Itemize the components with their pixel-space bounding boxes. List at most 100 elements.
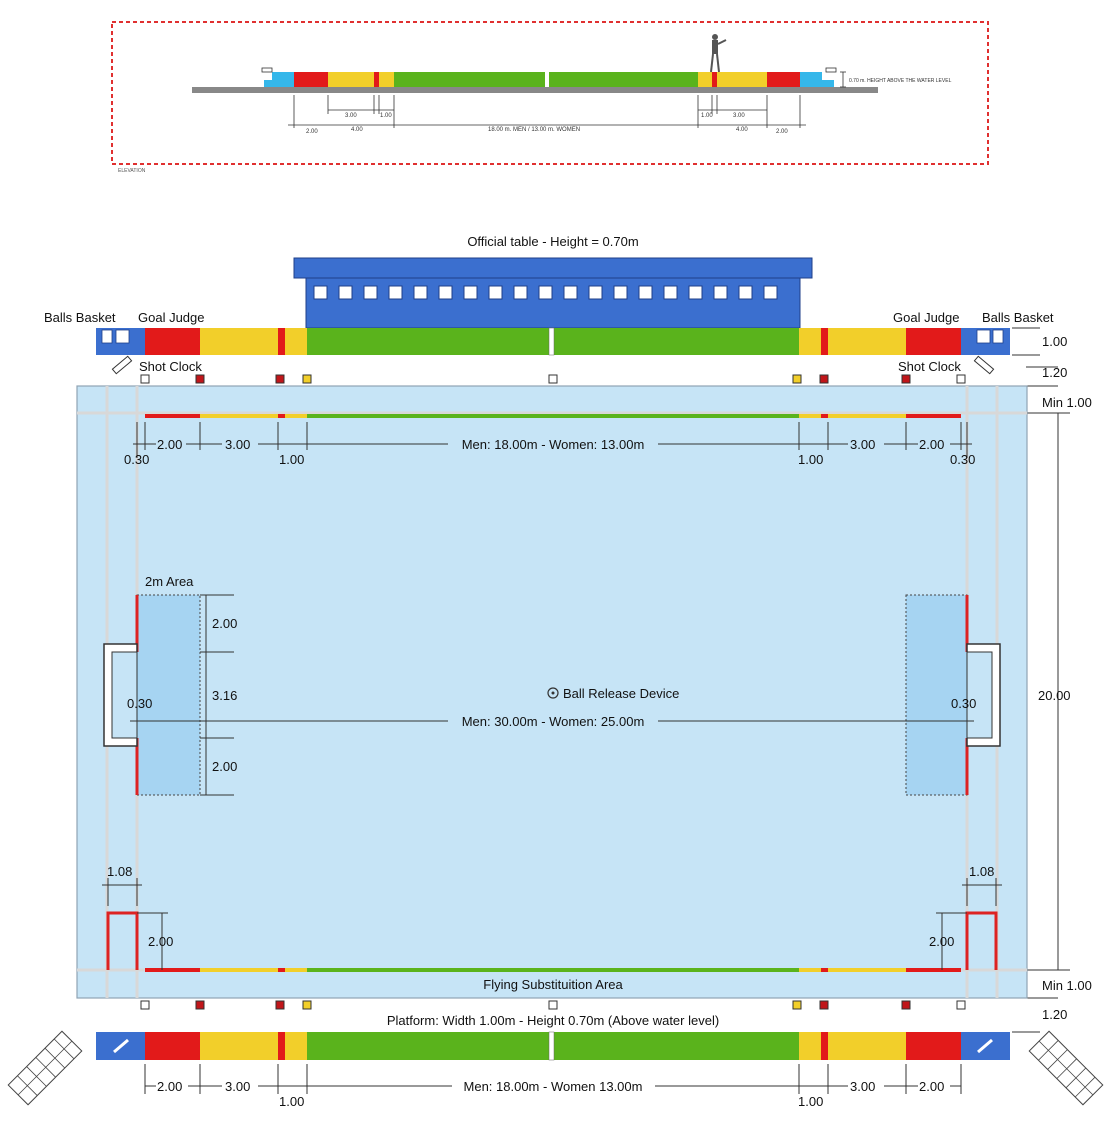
goal-judge-right-label: Goal Judge: [893, 310, 960, 325]
table-seat: [538, 285, 553, 300]
table-seat: [388, 285, 403, 300]
step-right-low: [822, 80, 834, 87]
table-seat: [663, 285, 678, 300]
reentry-depth-left: 2.00: [148, 934, 173, 949]
balls-basket-left-label: Balls Basket: [44, 310, 116, 325]
step-left-low: [264, 80, 276, 87]
elev-caption: ELEVATION: [118, 168, 146, 174]
table-seat: [763, 285, 778, 300]
table-seat: [513, 285, 528, 300]
dim-300-right-top: 3.00: [850, 437, 875, 452]
flag-marker: [195, 374, 205, 384]
flag-marker: [302, 1000, 312, 1010]
deck-line: [192, 87, 878, 93]
length-dimension-line: [130, 715, 974, 727]
flag-marker: [140, 374, 150, 384]
elev-yellow-right: [717, 72, 767, 87]
dim-min-top: Min 1.00: [1042, 395, 1092, 410]
table-seat: [738, 285, 753, 300]
elev-dim-300-left: 3.00: [345, 113, 357, 119]
dim-gap-bottom: 1.20: [1042, 1007, 1067, 1022]
elev-yellow-left: [328, 72, 374, 87]
elevation-frame: [111, 21, 989, 165]
table-seat: [463, 285, 478, 300]
elev-red-mark-right: [712, 72, 717, 87]
dim-100-right-top: 1.00: [798, 452, 823, 467]
table-seat: [363, 285, 378, 300]
table-seat: [688, 285, 703, 300]
flag-marker: [956, 374, 966, 384]
flag-marker: [819, 1000, 829, 1010]
top-deck-bar: [96, 327, 1010, 356]
goal-dim-top: 2.00: [212, 616, 237, 631]
elev-yellow-mid-right: [698, 72, 712, 87]
elev-red-right: [767, 72, 800, 87]
markers-bottom-row: [140, 1000, 966, 1010]
goal-judge-left-label: Goal Judge: [138, 310, 205, 325]
reentry-area-right: [965, 911, 998, 970]
platform-label: Platform: Width 1.00m - Height 0.70m (Ab…: [387, 1013, 719, 1028]
flag-marker: [792, 1000, 802, 1010]
dim-200-left-top: 2.00: [157, 437, 182, 452]
plan-view: Official table - Height = 0.70m Balls: [7, 234, 1104, 1109]
elev-dim-400-left: 4.00: [351, 127, 363, 133]
table-seat: [563, 285, 578, 300]
dim-030-right-top: 0.30: [950, 452, 975, 467]
dim-100-left-bottom: 1.00: [279, 1094, 304, 1109]
dim-width: 20.00: [1038, 688, 1071, 703]
elev-dim-300-right: 3.00: [733, 113, 745, 119]
bench-right: [1028, 1030, 1104, 1106]
reentry-area-left: [106, 911, 139, 970]
elev-dimension-lines: [288, 95, 806, 128]
goal-line-left: 0.30: [127, 696, 152, 711]
flag-marker: [901, 374, 911, 384]
length-dim: Men: 30.00m - Women: 25.00m: [462, 714, 645, 729]
official-table: [293, 257, 813, 329]
flag-marker: [275, 374, 285, 384]
dim-300-left-bottom: 3.00: [225, 1079, 250, 1094]
table-seat: [438, 285, 453, 300]
shot-clock-left-label: Shot Clock: [139, 359, 202, 374]
reentry-dimension-lines: [102, 878, 1002, 970]
official-table-label: Official table - Height = 0.70m: [467, 234, 638, 249]
dim-300-left-top: 3.00: [225, 437, 250, 452]
goal-right-inner: [966, 651, 993, 739]
bottom-platform-bar: [96, 1031, 1010, 1061]
flag-marker: [548, 1000, 558, 1010]
goal-line-right: 0.30: [951, 696, 976, 711]
flag-marker: [275, 1000, 285, 1010]
ball-release-label: Ball Release Device: [563, 686, 679, 701]
shot-clock-right-label: Shot Clock: [898, 359, 961, 374]
two-m-area-left: [136, 594, 201, 796]
person-figure: [710, 34, 727, 73]
balls-basket-right-label: Balls Basket: [982, 310, 1054, 325]
dim-200-right-top: 2.00: [919, 437, 944, 452]
right-dimension-lines: [1012, 327, 1070, 1033]
shot-clock-right-icon: [973, 355, 995, 375]
goal-left-inner: [111, 651, 138, 739]
dim-top-row: 1.00: [1042, 334, 1067, 349]
bench-left: [7, 1030, 83, 1106]
table-seat: [313, 285, 328, 300]
table-seat: [638, 285, 653, 300]
markers-top-row: [140, 374, 966, 384]
elev-red-mark-left: [374, 72, 379, 87]
elev-center-mark: [545, 72, 549, 87]
flag-marker: [140, 1000, 150, 1010]
two-m-area-label: 2m Area: [145, 574, 194, 589]
dim-300-right-bottom: 3.00: [850, 1079, 875, 1094]
elev-dim-100-left: 1.00: [380, 113, 392, 119]
elev-dim-100-right: 1.00: [701, 113, 713, 119]
reentry-width-left: 1.08: [107, 864, 132, 879]
dim-030-left-top: 0.30: [124, 452, 149, 467]
reentry-width-right: 1.08: [969, 864, 994, 879]
flying-sub-label: Flying Substituition Area: [483, 977, 623, 992]
step-outline-left: [261, 67, 273, 73]
goal-lines-red: [135, 595, 969, 795]
flag-marker: [956, 1000, 966, 1010]
dim-gap-top: 1.20: [1042, 365, 1067, 380]
elev-red-left: [294, 72, 328, 87]
two-m-area-right: [905, 594, 968, 796]
